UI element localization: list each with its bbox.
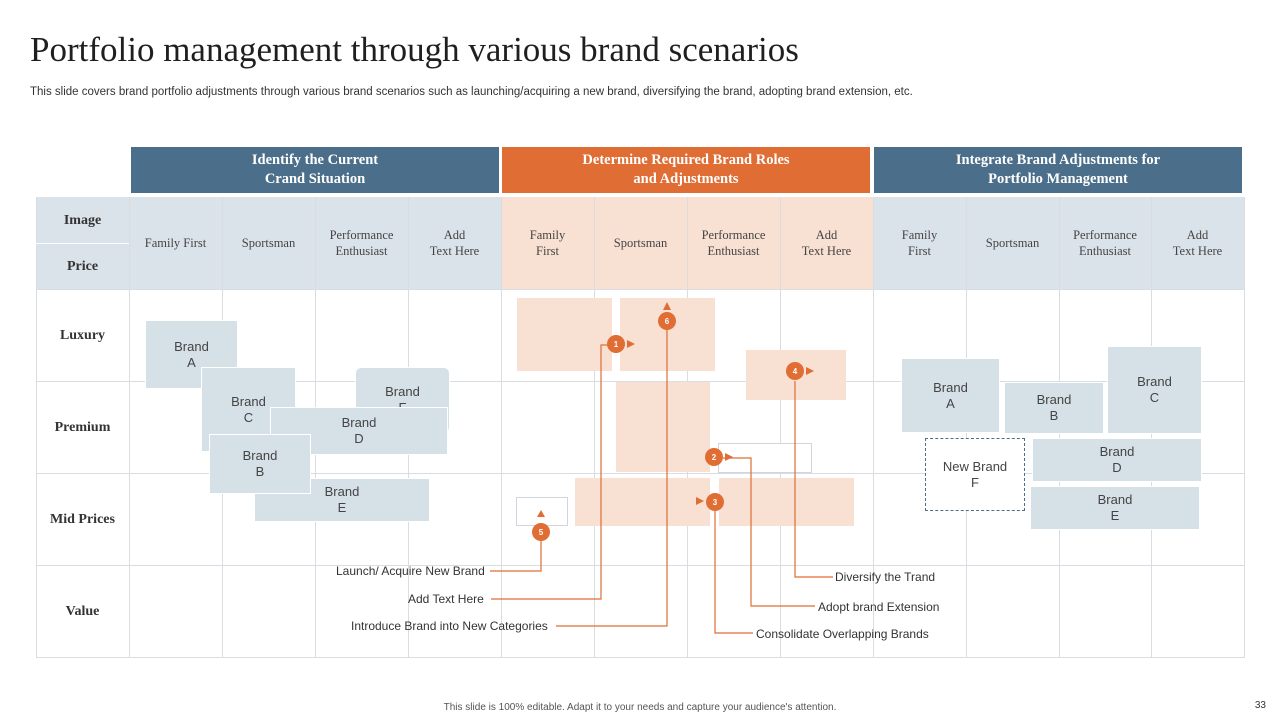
marker-5: 5	[532, 523, 550, 541]
callout-consolidate: Consolidate Overlapping Brands	[756, 627, 929, 641]
brand-box-b-integrated: Brand B	[1004, 382, 1104, 434]
grid-line	[36, 243, 129, 244]
grid-line	[36, 473, 1244, 474]
page-title: Portfolio management through various bra…	[30, 30, 799, 69]
brand-box-e-integrated: Brand E	[1030, 486, 1200, 530]
arrowhead	[725, 453, 733, 461]
column-header: Sportsman	[241, 236, 296, 250]
column-header: Add Text Here	[1172, 228, 1223, 258]
column-header: Family First	[144, 236, 207, 250]
column-header: Add Text Here	[801, 228, 852, 258]
footer-note: This slide is 100% editable. Adapt it to…	[443, 702, 837, 713]
grid-line	[873, 197, 874, 658]
column-band-integrate	[873, 197, 1244, 289]
marker-1: 1	[607, 335, 625, 353]
grid-line	[501, 197, 502, 658]
connector-line-diversify	[794, 381, 833, 578]
placeholder-box	[516, 497, 568, 526]
connector-line-extension	[723, 457, 815, 607]
connector-line-consolidate	[714, 511, 753, 634]
adjustment-box	[616, 382, 710, 472]
adjustment-box	[719, 478, 854, 526]
brand-box-a-integrated: Brand A	[901, 358, 1000, 433]
grid-line	[36, 381, 1244, 382]
column-header: Add Text Here	[429, 228, 480, 258]
grid-line	[36, 197, 37, 658]
brand-box-new-f: New Brand F	[925, 438, 1025, 511]
grid-line	[780, 197, 781, 658]
arrowhead	[696, 497, 704, 505]
page-subtitle: This slide covers brand portfolio adjust…	[30, 86, 913, 98]
arrowhead	[537, 510, 545, 517]
adjustment-box	[575, 478, 710, 526]
column-header: Sportsman	[985, 236, 1040, 250]
marker-4: 4	[786, 362, 804, 380]
brand-box-b: Brand B	[209, 434, 311, 494]
callout-add-text: Add Text Here	[408, 592, 484, 606]
brand-box-c-integrated: Brand C	[1107, 346, 1202, 434]
column-header: Performance Enthusiast	[329, 228, 394, 258]
grid-line	[129, 197, 130, 658]
callout-diversify: Diversify the Trand	[835, 570, 936, 584]
grid-line	[36, 565, 1244, 566]
arrowhead	[806, 367, 814, 375]
connector-line-introduce	[556, 330, 668, 627]
marker-6: 6	[658, 312, 676, 330]
grid-line	[1244, 197, 1245, 658]
section-header-determine: Determine Required Brand Roles and Adjus…	[502, 147, 870, 193]
callout-introduce: Introduce Brand into New Categories	[351, 619, 548, 633]
section-header-integrate: Integrate Brand Adjustments for Portfoli…	[874, 147, 1242, 193]
row-label-value: Value	[65, 604, 100, 619]
column-header: Family First	[529, 228, 566, 258]
connector-line-launch	[490, 541, 542, 572]
callout-extension: Adopt brand Extension	[818, 600, 940, 614]
marker-3: 3	[706, 493, 724, 511]
row-label-luxury: Luxury	[59, 328, 106, 343]
arrowhead	[627, 340, 635, 348]
column-header: Sportsman	[613, 236, 668, 250]
row-label-image: Image	[63, 213, 102, 228]
grid-line	[36, 657, 1244, 658]
column-header: Family First	[901, 228, 938, 258]
connector-line-add-text	[491, 344, 607, 600]
grid-line	[594, 197, 595, 658]
column-header: Performance Enthusiast	[701, 228, 766, 258]
row-label-premium: Premium	[54, 420, 111, 435]
adjustment-box	[517, 298, 612, 371]
page-number: 33	[1254, 700, 1266, 711]
callout-launch: Launch/ Acquire New Brand	[336, 564, 485, 578]
marker-2: 2	[705, 448, 723, 466]
brand-box-d-integrated: Brand D	[1032, 438, 1202, 482]
grid-line	[36, 289, 1244, 290]
arrowhead	[663, 302, 671, 310]
row-label-mid-prices: Mid Prices	[50, 512, 115, 527]
section-header-identify: Identify the Current Crand Situation	[131, 147, 499, 193]
row-label-price: Price	[66, 259, 99, 274]
column-header: Performance Enthusiast	[1073, 228, 1137, 258]
